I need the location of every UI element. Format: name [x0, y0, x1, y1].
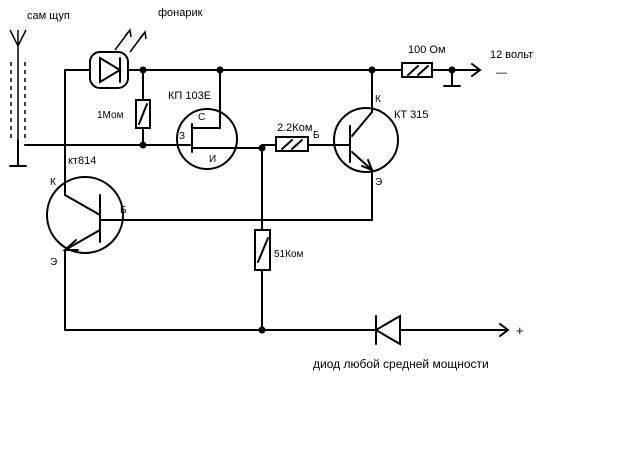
fet-kp103e	[174, 69, 241, 170]
label-supply: 12 вольт	[490, 49, 533, 61]
junction-dot	[258, 144, 266, 152]
supply-arrow	[471, 63, 482, 77]
label-kt814-b: Б	[120, 205, 127, 216]
transistor-kt814	[46, 176, 124, 331]
junction-dot	[139, 66, 147, 74]
label-kt315-e: Э	[375, 177, 382, 188]
label-kt315-k: К	[375, 94, 381, 105]
junction-dot	[448, 66, 456, 74]
label-fet-z: З	[179, 131, 185, 142]
label-resistor-2k2: 2.2Ком	[277, 122, 312, 134]
label-fet-i: И	[209, 154, 216, 165]
label-diode-note: диод любой средней мощности	[313, 357, 489, 371]
label-plus: +	[516, 323, 524, 338]
label-resistor-100: 100 Ом	[408, 44, 446, 56]
label-resistor-51k: 51Ком	[274, 249, 304, 260]
diode-bottom	[374, 314, 401, 346]
label-resistor-1m: 1Мом	[97, 110, 124, 121]
transistor-kt315	[333, 69, 399, 221]
label-kt315-b: Б	[313, 130, 320, 141]
junction-dot	[139, 141, 147, 149]
label-supply-minus: —	[496, 67, 507, 79]
label-kt814: кт814	[68, 155, 96, 167]
plus-arrow	[499, 323, 510, 337]
junction-dot	[368, 66, 376, 74]
junction-dot	[216, 66, 224, 74]
label-fet-s: С	[198, 112, 205, 123]
label-kt315: КТ 315	[394, 109, 429, 121]
junction-dot	[258, 326, 266, 334]
label-kt814-e: Э	[50, 257, 57, 268]
label-flashlight: фонарик	[158, 7, 203, 19]
label-fet: КП 103Е	[168, 90, 211, 102]
label-probe: сам щуп	[27, 10, 70, 22]
resistor-100	[401, 62, 433, 78]
antenna-probe	[9, 29, 27, 167]
led-flashlight	[89, 28, 147, 89]
label-kt814-k: К	[50, 177, 56, 188]
